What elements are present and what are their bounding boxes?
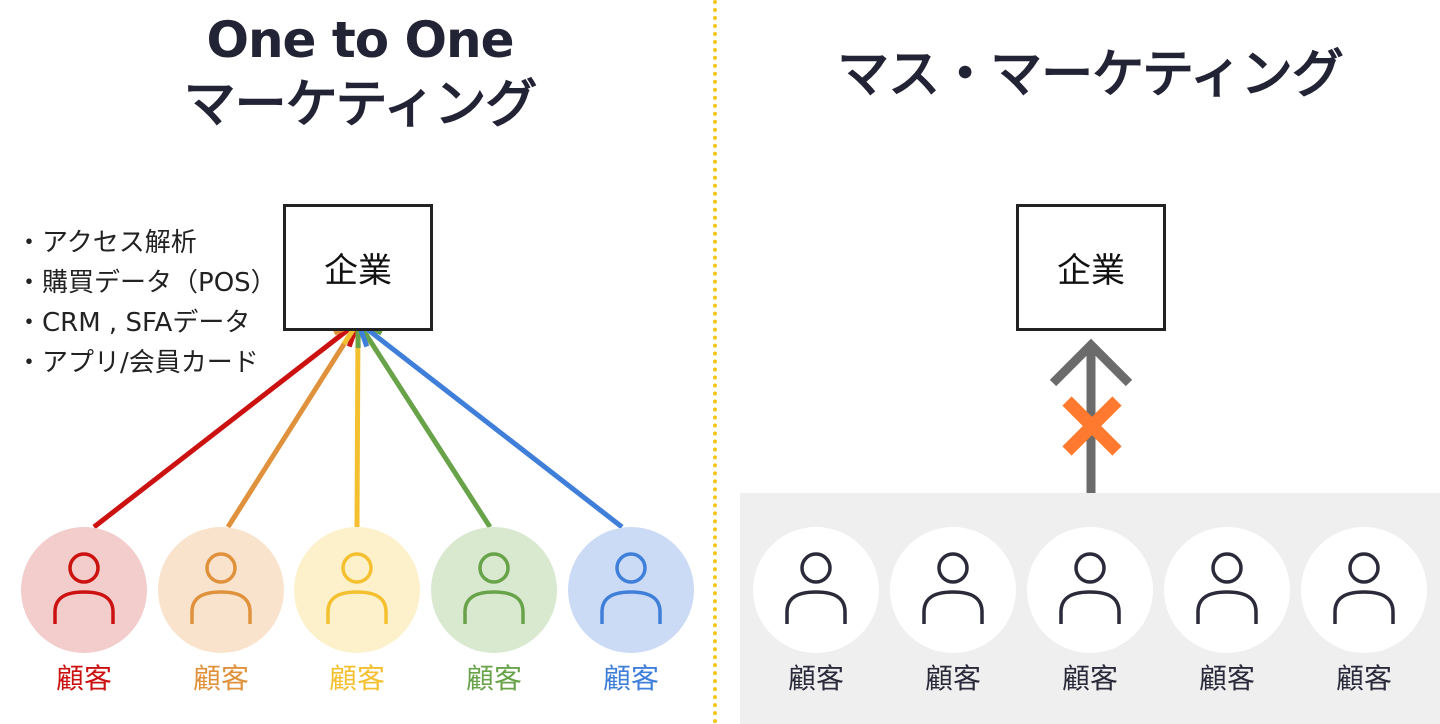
customer-circle: [568, 527, 694, 653]
person-body: [785, 590, 847, 624]
person-icon: [785, 552, 847, 624]
customer-circle: [294, 527, 420, 653]
block-x-stroke: [1062, 396, 1122, 456]
customer-circle: [1301, 527, 1427, 653]
person-icon: [600, 552, 662, 624]
customer-circle: [890, 527, 1016, 653]
person-icon: [1059, 552, 1121, 624]
customer-label: 顧客: [1061, 662, 1118, 695]
customer-label: 顧客: [328, 662, 385, 695]
person-body: [600, 590, 662, 624]
customer-circle: [1164, 527, 1290, 653]
person-body: [190, 590, 252, 624]
one-to-one-title: One to One マーケティング: [100, 8, 620, 138]
company-box-right: 企業: [1016, 204, 1166, 331]
person-icon: [53, 552, 115, 624]
customer-circle: [158, 527, 284, 653]
person-body: [53, 590, 115, 624]
person-body: [463, 590, 525, 624]
customer-label: 顧客: [55, 662, 112, 695]
person-head: [615, 552, 647, 584]
person-icon: [922, 552, 984, 624]
person-head: [478, 552, 510, 584]
person-head: [937, 552, 969, 584]
customer-label: 顧客: [602, 662, 659, 695]
one-to-one-title-line2: マーケティング: [183, 75, 538, 135]
person-icon: [463, 552, 525, 624]
person-head: [68, 552, 100, 584]
person-head: [800, 552, 832, 584]
customer-arrow-line: [354, 321, 361, 528]
customer-label: 顧客: [1198, 662, 1255, 695]
person-body: [1059, 590, 1121, 624]
mass-marketing-title: マス・マーケティング: [837, 45, 1344, 105]
person-body: [922, 590, 984, 624]
data-source-item: アプリ/会員カード: [16, 343, 277, 383]
customer-arrow-line: [356, 320, 624, 529]
customer-arrow-line: [225, 320, 361, 529]
blocked-arrow: [1049, 338, 1133, 493]
customer-circle: [753, 527, 879, 653]
person-head: [341, 552, 373, 584]
one-to-one-title-line1: One to One: [206, 11, 514, 69]
person-icon: [190, 552, 252, 624]
customer-label: 顧客: [192, 662, 249, 695]
person-body: [1333, 590, 1395, 624]
person-head: [1074, 552, 1106, 584]
customer-arrows: [92, 317, 624, 529]
customer-label: 顧客: [1335, 662, 1392, 695]
data-source-list: アクセス解析 購買データ（POS） CRM , SFAデータ アプリ/会員カード: [16, 223, 277, 383]
customer-arrow-line: [355, 320, 493, 529]
customer-label: 顧客: [465, 662, 522, 695]
person-head: [1348, 552, 1380, 584]
data-source-item: 購買データ（POS）: [16, 263, 277, 303]
mass-arrowhead: [1049, 338, 1133, 387]
person-body: [1196, 590, 1258, 624]
center-divider: [713, 0, 717, 724]
person-body: [326, 590, 388, 624]
customer-label: 顧客: [787, 662, 844, 695]
customer-arrow-line: [92, 320, 360, 529]
data-source-item: CRM , SFAデータ: [16, 303, 277, 343]
company-box-left: 企業: [283, 204, 433, 331]
person-head: [205, 552, 237, 584]
person-head: [1211, 552, 1243, 584]
person-icon: [1333, 552, 1395, 624]
customer-circle: [1027, 527, 1153, 653]
customer-circle: [431, 527, 557, 653]
person-icon: [326, 552, 388, 624]
person-icon: [1196, 552, 1258, 624]
customer-circle: [21, 527, 147, 653]
data-source-item: アクセス解析: [16, 223, 277, 263]
customer-label: 顧客: [924, 662, 981, 695]
